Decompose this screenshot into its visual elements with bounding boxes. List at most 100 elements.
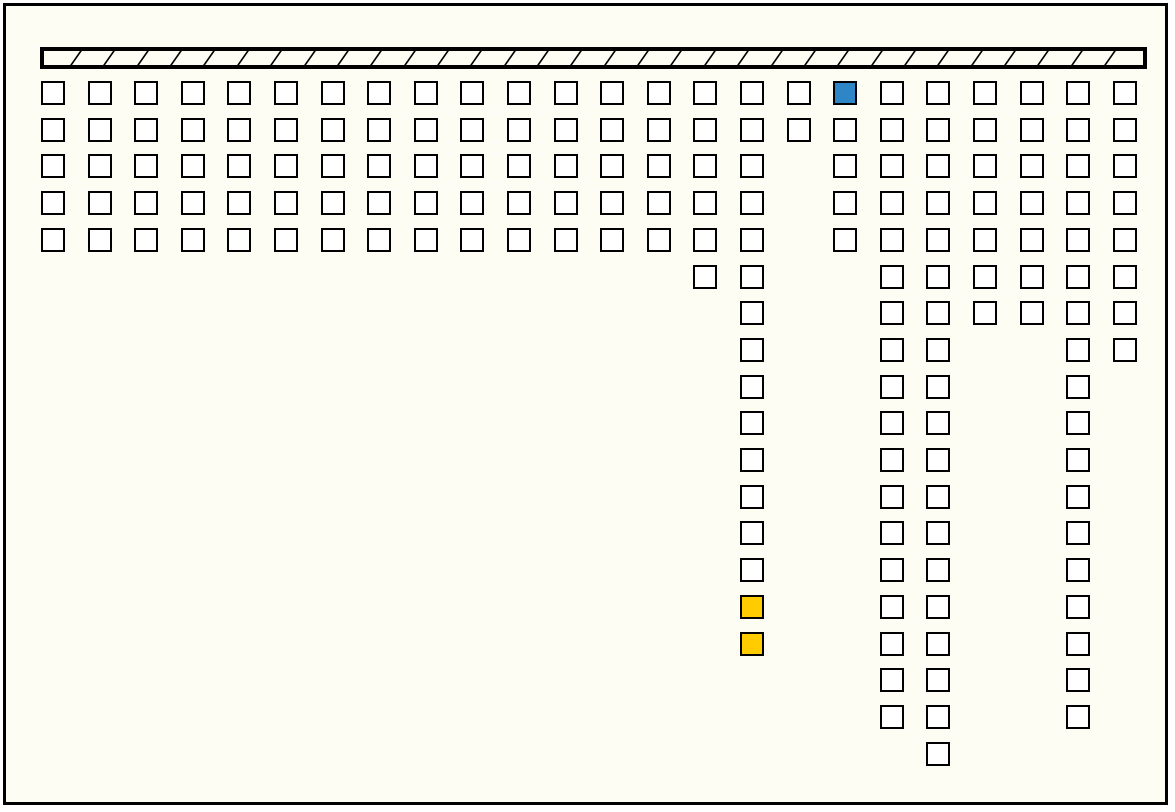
board-cell[interactable] <box>926 118 950 142</box>
board-cell[interactable] <box>740 448 764 472</box>
board-cell[interactable] <box>321 118 345 142</box>
board-cell[interactable] <box>1066 228 1090 252</box>
board-cell[interactable] <box>134 81 158 105</box>
board-cell[interactable] <box>600 154 624 178</box>
board-cell[interactable] <box>414 118 438 142</box>
board-cell[interactable] <box>880 118 904 142</box>
board-cell[interactable] <box>926 191 950 215</box>
board-cell[interactable] <box>1020 228 1044 252</box>
board-cell[interactable] <box>507 81 531 105</box>
board-cell[interactable] <box>740 191 764 215</box>
board-cell[interactable] <box>554 81 578 105</box>
board-cell[interactable] <box>880 558 904 582</box>
board-cell[interactable] <box>880 265 904 289</box>
board-cell[interactable] <box>1066 411 1090 435</box>
board-cell[interactable] <box>1066 301 1090 325</box>
board-cell[interactable] <box>833 118 857 142</box>
board-cell[interactable] <box>41 228 65 252</box>
board-cell[interactable] <box>926 448 950 472</box>
board-cell[interactable] <box>274 228 298 252</box>
board-cell[interactable] <box>973 81 997 105</box>
board-cell[interactable] <box>880 632 904 656</box>
board-cell[interactable] <box>833 154 857 178</box>
board-cell[interactable] <box>554 118 578 142</box>
board-cell[interactable] <box>740 375 764 399</box>
board-cell[interactable] <box>880 154 904 178</box>
board-cell[interactable] <box>880 375 904 399</box>
board-cell[interactable] <box>134 118 158 142</box>
board-cell[interactable] <box>740 301 764 325</box>
board-cell[interactable] <box>740 228 764 252</box>
board-cell[interactable] <box>181 154 205 178</box>
board-cell[interactable] <box>507 228 531 252</box>
board-cell[interactable] <box>1020 191 1044 215</box>
board-cell[interactable] <box>1066 375 1090 399</box>
board-cell[interactable] <box>880 448 904 472</box>
board-cell[interactable] <box>181 191 205 215</box>
board-cell[interactable] <box>1066 191 1090 215</box>
board-cell[interactable] <box>926 485 950 509</box>
board-cell[interactable] <box>880 485 904 509</box>
board-cell[interactable] <box>227 81 251 105</box>
board-cell[interactable] <box>926 595 950 619</box>
board-cell[interactable] <box>880 668 904 692</box>
board-cell[interactable] <box>693 118 717 142</box>
board-cell[interactable] <box>1020 81 1044 105</box>
board-cell[interactable] <box>880 191 904 215</box>
board-cell[interactable] <box>1113 338 1137 362</box>
board-cell[interactable] <box>880 81 904 105</box>
board-cell[interactable] <box>693 154 717 178</box>
board-cell[interactable] <box>1066 154 1090 178</box>
board-cell[interactable] <box>926 558 950 582</box>
board-cell[interactable] <box>274 154 298 178</box>
board-cell[interactable] <box>600 191 624 215</box>
board-cell[interactable] <box>274 191 298 215</box>
board-cell[interactable] <box>460 118 484 142</box>
board-cell[interactable] <box>693 81 717 105</box>
board-cell[interactable] <box>693 191 717 215</box>
board-cell[interactable] <box>1066 338 1090 362</box>
board-cell[interactable] <box>227 228 251 252</box>
board-cell[interactable] <box>88 191 112 215</box>
board-cell[interactable] <box>740 338 764 362</box>
board-cell[interactable] <box>414 154 438 178</box>
board-cell[interactable] <box>1113 265 1137 289</box>
board-cell[interactable] <box>1020 154 1044 178</box>
board-cell[interactable] <box>554 228 578 252</box>
board-cell[interactable] <box>600 81 624 105</box>
board-cell[interactable] <box>926 228 950 252</box>
board-cell[interactable] <box>740 411 764 435</box>
board-cell[interactable] <box>88 228 112 252</box>
board-cell[interactable] <box>1066 118 1090 142</box>
board-cell[interactable] <box>88 81 112 105</box>
board-cell[interactable] <box>134 154 158 178</box>
board-cell[interactable] <box>833 228 857 252</box>
board-cell[interactable] <box>1113 118 1137 142</box>
board-cell[interactable] <box>926 265 950 289</box>
board-cell[interactable] <box>880 521 904 545</box>
board-cell[interactable] <box>740 265 764 289</box>
board-cell[interactable] <box>880 595 904 619</box>
board-cell[interactable] <box>973 118 997 142</box>
board-cell[interactable] <box>321 154 345 178</box>
board-cell[interactable] <box>647 118 671 142</box>
board-cell[interactable] <box>367 191 391 215</box>
board-cell[interactable] <box>274 118 298 142</box>
highlighted-cell[interactable] <box>740 595 764 619</box>
board-cell[interactable] <box>321 81 345 105</box>
board-cell[interactable] <box>647 191 671 215</box>
board-cell[interactable] <box>740 558 764 582</box>
board-cell[interactable] <box>1113 154 1137 178</box>
board-cell[interactable] <box>460 191 484 215</box>
board-cell[interactable] <box>926 668 950 692</box>
board-cell[interactable] <box>460 81 484 105</box>
board-cell[interactable] <box>880 411 904 435</box>
board-cell[interactable] <box>41 191 65 215</box>
board-cell[interactable] <box>507 118 531 142</box>
board-cell[interactable] <box>1113 301 1137 325</box>
board-cell[interactable] <box>880 228 904 252</box>
board-cell[interactable] <box>787 81 811 105</box>
board-cell[interactable] <box>367 81 391 105</box>
board-cell[interactable] <box>926 632 950 656</box>
board-cell[interactable] <box>507 154 531 178</box>
